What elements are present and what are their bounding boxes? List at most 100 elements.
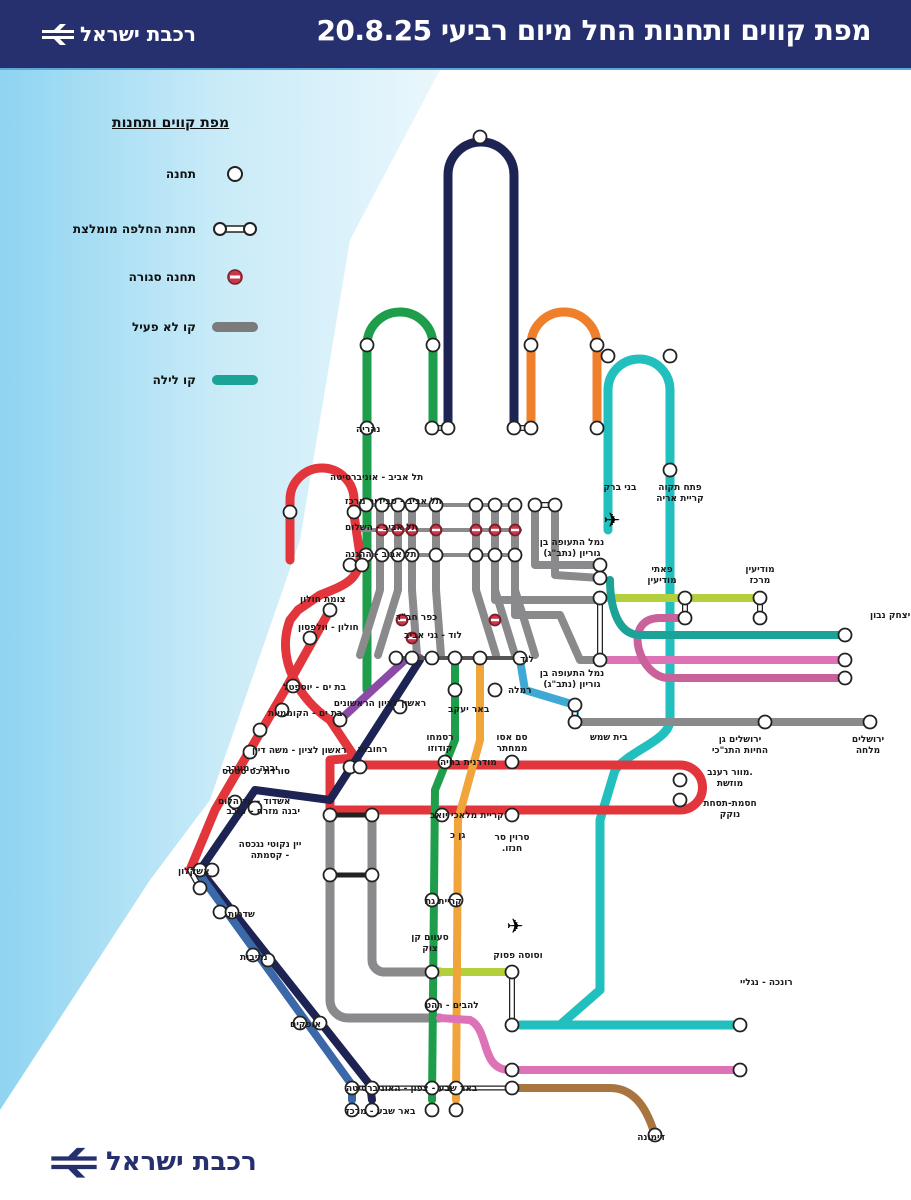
station-marker[interactable]	[504, 807, 520, 823]
station-marker[interactable]	[600, 348, 616, 364]
station-marker[interactable]	[424, 1080, 440, 1096]
station-marker[interactable]	[359, 337, 375, 353]
station-marker[interactable]	[274, 702, 290, 718]
station-marker[interactable]	[527, 497, 543, 513]
station-marker[interactable]	[487, 497, 503, 513]
station-marker[interactable]	[504, 1080, 520, 1096]
station-marker[interactable]	[434, 807, 450, 823]
station-marker[interactable]	[589, 337, 605, 353]
station-marker[interactable]	[204, 862, 220, 878]
station-marker[interactable]	[245, 947, 261, 963]
station-marker[interactable]	[504, 1017, 520, 1033]
station-marker[interactable]	[647, 1127, 663, 1143]
station-marker[interactable]	[507, 497, 523, 513]
station-marker[interactable]	[757, 714, 773, 730]
station-marker[interactable]	[322, 867, 338, 883]
station-marker[interactable]	[392, 699, 408, 715]
station-marker[interactable]	[662, 348, 678, 364]
station-marker[interactable]	[732, 1017, 748, 1033]
station-marker[interactable]	[404, 497, 420, 513]
station-marker[interactable]	[732, 1062, 748, 1078]
station-marker[interactable]	[589, 420, 605, 436]
station-marker[interactable]	[390, 497, 406, 513]
station-marker[interactable]	[837, 627, 853, 643]
station-marker[interactable]	[437, 754, 453, 770]
station-marker[interactable]	[487, 682, 503, 698]
station-marker[interactable]	[352, 759, 368, 775]
station-marker[interactable]	[567, 714, 583, 730]
station-marker[interactable]	[504, 1062, 520, 1078]
station-marker[interactable]	[448, 1102, 464, 1118]
station-marker[interactable]	[364, 1080, 380, 1096]
station-marker[interactable]	[468, 547, 484, 563]
station-marker[interactable]	[242, 744, 258, 760]
station-marker[interactable]	[448, 892, 464, 908]
station-marker[interactable]	[504, 964, 520, 980]
station-marker[interactable]	[212, 904, 228, 920]
station-marker[interactable]	[428, 547, 444, 563]
station-marker[interactable]	[374, 547, 390, 563]
station-marker[interactable]	[192, 880, 208, 896]
station-marker[interactable]	[358, 497, 374, 513]
station-marker[interactable]	[428, 497, 444, 513]
station-marker[interactable]	[504, 754, 520, 770]
station-marker[interactable]	[312, 1015, 328, 1031]
station-marker[interactable]	[404, 650, 420, 666]
station-marker[interactable]	[247, 800, 263, 816]
station-marker[interactable]	[487, 547, 503, 563]
station-marker[interactable]	[752, 610, 768, 626]
station-marker[interactable]	[507, 547, 523, 563]
station-marker[interactable]	[592, 570, 608, 586]
station-marker[interactable]	[662, 462, 678, 478]
station-marker[interactable]	[364, 1102, 380, 1118]
station-marker[interactable]	[672, 772, 688, 788]
station-marker[interactable]	[862, 714, 878, 730]
station-marker[interactable]	[592, 652, 608, 668]
station-marker[interactable]	[447, 650, 463, 666]
station-marker[interactable]	[344, 1102, 360, 1118]
station-marker[interactable]	[285, 678, 301, 694]
station-marker[interactable]	[567, 697, 583, 713]
station-marker[interactable]	[837, 670, 853, 686]
station-marker[interactable]	[424, 964, 440, 980]
station-marker[interactable]	[424, 420, 440, 436]
station-marker[interactable]	[440, 420, 456, 436]
station-marker[interactable]	[448, 1080, 464, 1096]
station-marker[interactable]	[322, 807, 338, 823]
station-marker[interactable]	[322, 602, 338, 618]
station-marker[interactable]	[388, 650, 404, 666]
station-marker[interactable]	[359, 420, 375, 436]
station-marker[interactable]	[424, 650, 440, 666]
station-marker[interactable]	[302, 630, 318, 646]
station-marker[interactable]	[227, 794, 243, 810]
station-marker[interactable]	[468, 497, 484, 513]
station-marker[interactable]	[224, 904, 240, 920]
station-marker[interactable]	[592, 557, 608, 573]
station-marker[interactable]	[472, 650, 488, 666]
station-marker[interactable]	[677, 590, 693, 606]
station-marker[interactable]	[677, 610, 693, 626]
station-marker[interactable]	[332, 712, 348, 728]
station-marker[interactable]	[252, 722, 268, 738]
station-marker[interactable]	[523, 337, 539, 353]
station-marker[interactable]	[837, 652, 853, 668]
station-marker[interactable]	[472, 129, 488, 145]
station-marker[interactable]	[523, 420, 539, 436]
station-marker[interactable]	[512, 650, 528, 666]
station-marker[interactable]	[424, 892, 440, 908]
station-marker[interactable]	[374, 497, 390, 513]
station-marker[interactable]	[282, 504, 298, 520]
station-marker[interactable]	[752, 590, 768, 606]
station-marker[interactable]	[425, 337, 441, 353]
station-marker[interactable]	[346, 504, 362, 520]
station-marker[interactable]	[354, 557, 370, 573]
station-marker[interactable]	[424, 1102, 440, 1118]
station-marker[interactable]	[390, 547, 406, 563]
station-marker[interactable]	[424, 997, 440, 1013]
station-marker[interactable]	[547, 497, 563, 513]
station-marker[interactable]	[344, 1080, 360, 1096]
station-marker[interactable]	[260, 952, 276, 968]
station-marker[interactable]	[364, 807, 380, 823]
station-marker[interactable]	[672, 792, 688, 808]
station-marker[interactable]	[342, 557, 358, 573]
